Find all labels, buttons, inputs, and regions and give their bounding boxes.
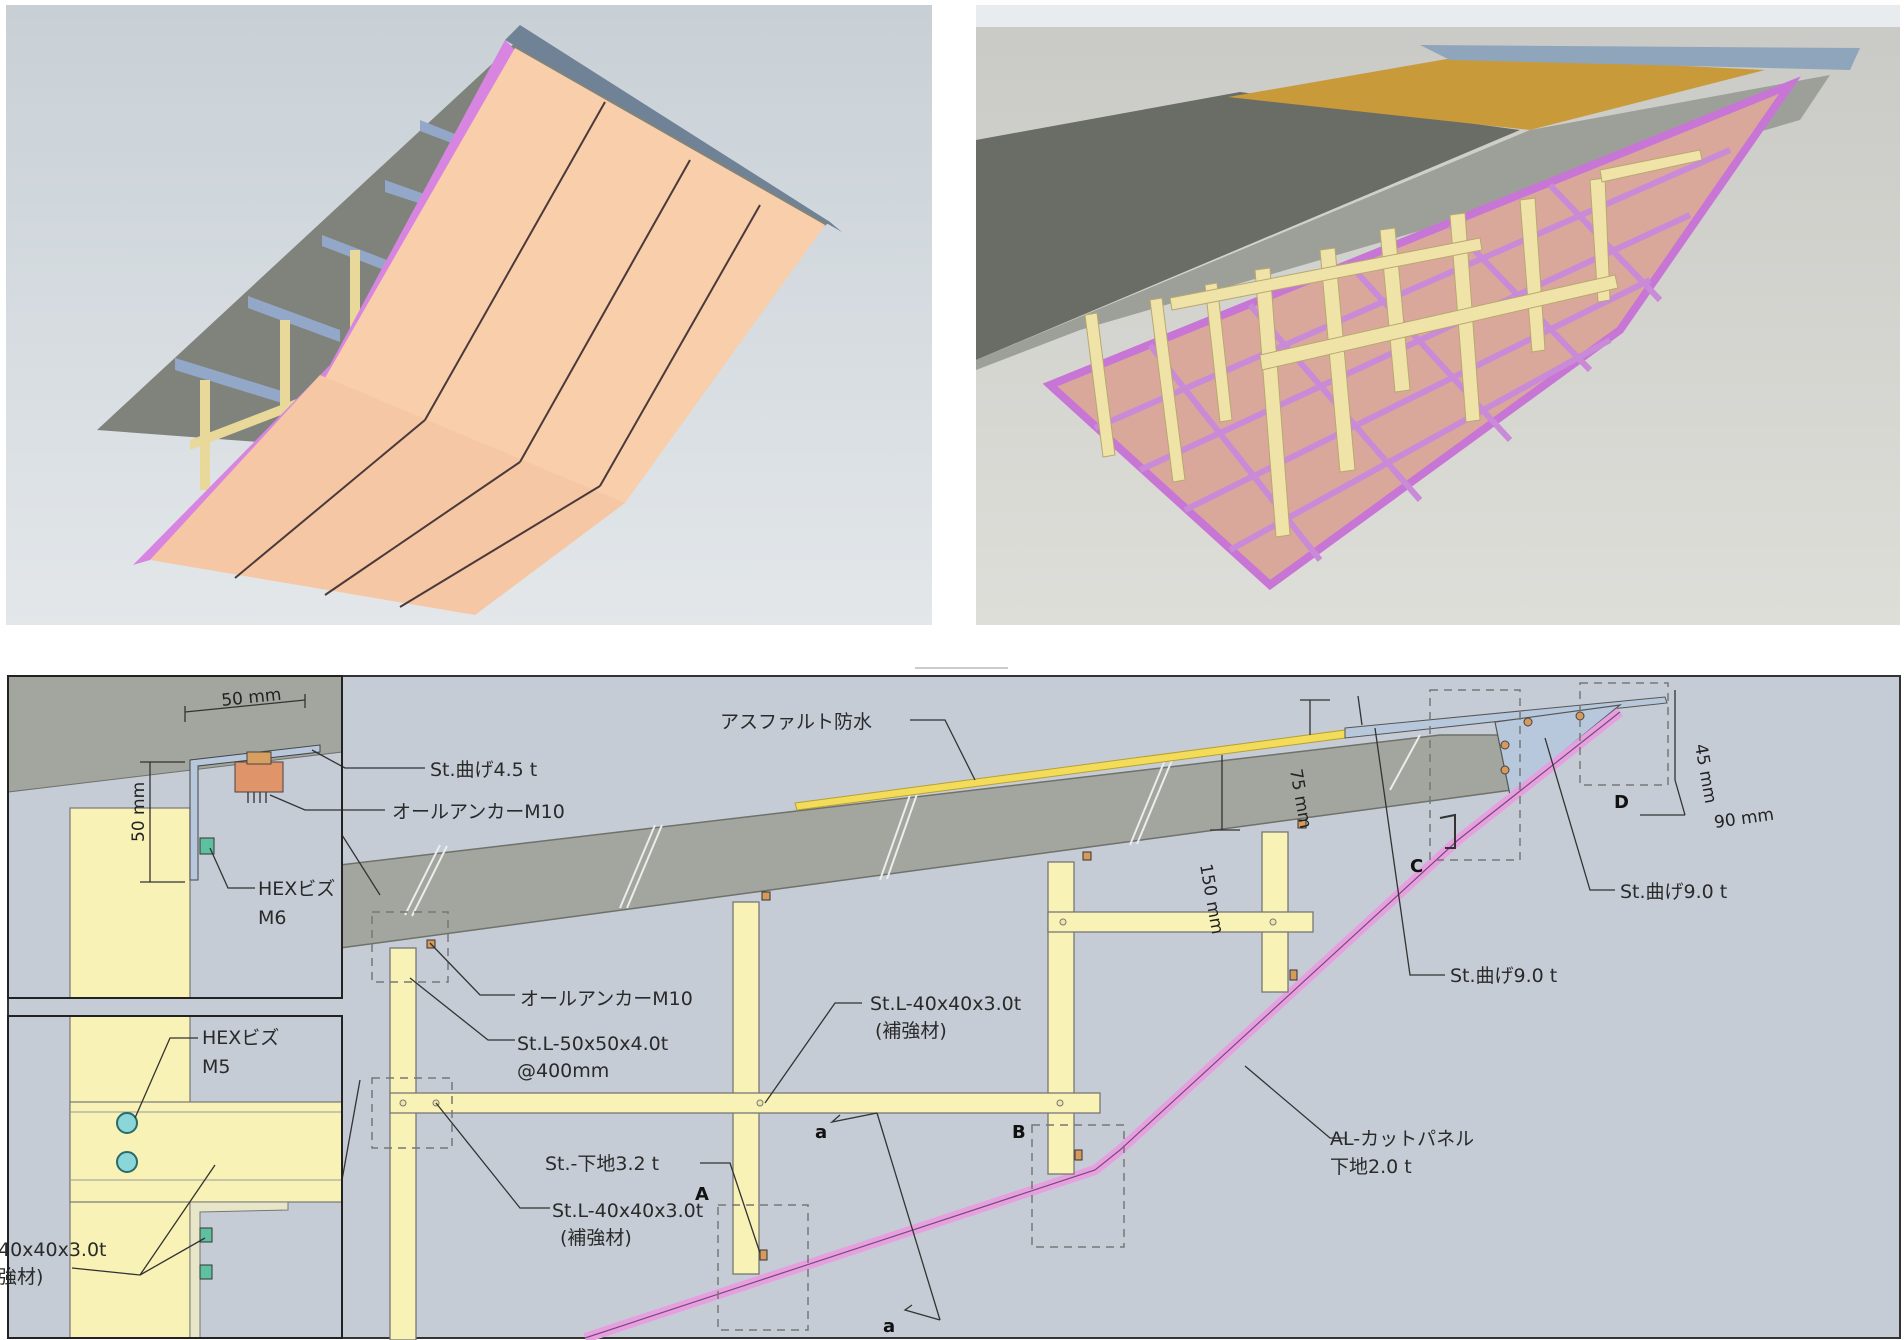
st-l50-label-1: St.L-50x50x4.0t: [517, 1033, 668, 1055]
marker-a1-label: a: [815, 1122, 827, 1143]
st-l40-bottom-label-2: (補強材): [560, 1227, 632, 1249]
marker-a2-label: a: [883, 1316, 895, 1337]
al-panel-label-1: AL-カットパネル: [1330, 1128, 1474, 1150]
panel-3d-view: [6, 5, 932, 625]
st-bend-90-mid-label: St.曲げ9.0 t: [1450, 965, 1557, 987]
inset-bottom-label-2: 強材): [0, 1266, 43, 1288]
hex-m5-label-2: M5: [202, 1056, 230, 1078]
dim-50-v: 50 mm: [129, 782, 149, 842]
inset-bottom-label-1: 40x40x3.0t: [0, 1239, 107, 1261]
asphalt-label: アスファルト防水: [720, 711, 872, 733]
marker-a-label: A: [695, 1184, 709, 1205]
detail-inset-screw: HEXビズ M5 40x40x3.0t 強材): [0, 1015, 361, 1339]
marker-c-label: C: [1410, 856, 1423, 877]
st-l40-top-label-2: (補強材): [875, 1020, 947, 1042]
st-bend-90-right-label: St.曲げ9.0 t: [1620, 881, 1727, 903]
detail-inset-anchor: 50 mm 50 mm St.曲げ4.5 t オールアンカーM10 HEXビズ …: [7, 675, 565, 999]
all-anchor-inset-label: オールアンカーM10: [392, 801, 565, 823]
hex-m6-label-2: M6: [258, 907, 286, 929]
hex-m6-label-1: HEXビズ: [258, 878, 335, 900]
al-panel-label-2: 下地2.0 t: [1330, 1156, 1412, 1178]
all-anchor-main-label: オールアンカーM10: [520, 988, 693, 1010]
frame-3d-view: [976, 5, 1900, 625]
st-bend-45-label: St.曲げ4.5 t: [430, 759, 537, 781]
wood-posts: [389, 831, 1314, 1340]
st-l40-bottom-label-1: St.L-40x40x3.0t: [552, 1200, 703, 1222]
hex-m5-label-1: HEXビズ: [202, 1027, 279, 1049]
marker-b-label: B: [1012, 1122, 1026, 1143]
marker-d-label: D: [1614, 792, 1629, 813]
st-l40-top-label-1: St.L-40x40x3.0t: [870, 993, 1021, 1015]
st-l50-label-2: @400mm: [517, 1060, 609, 1082]
st-base-label: St.-下地3.2 t: [545, 1153, 659, 1175]
